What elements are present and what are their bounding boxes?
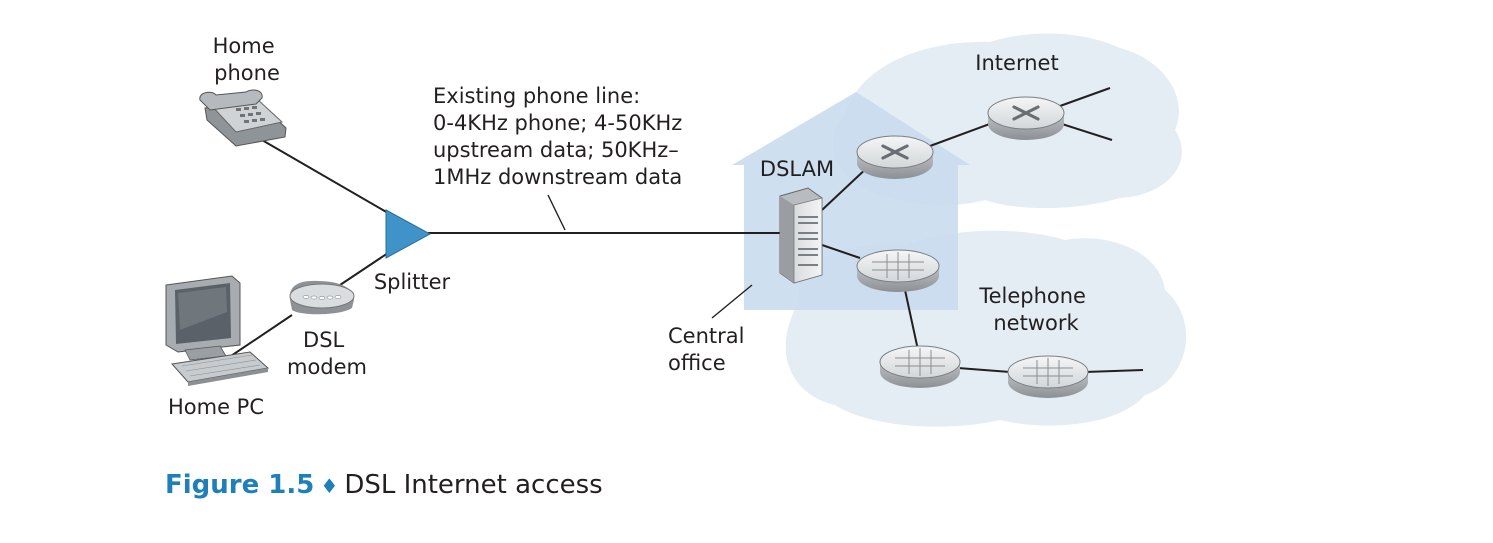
switch-icon bbox=[1007, 355, 1089, 398]
dslam-to-internet-router-link bbox=[821, 164, 871, 211]
links bbox=[224, 87, 1144, 373]
splitter-label: Splitter bbox=[374, 270, 451, 294]
telephone-icon bbox=[199, 89, 287, 147]
router-icon bbox=[856, 135, 934, 179]
switch-icon bbox=[856, 249, 940, 292]
dsl-modem-label: DSL modem bbox=[287, 328, 367, 379]
router-to-router-link bbox=[929, 121, 996, 147]
caption-separator-icon: ♦ bbox=[320, 474, 339, 498]
switch-to-switch-link-1 bbox=[904, 289, 919, 351]
central-office-pointer bbox=[711, 284, 753, 319]
modem-icon bbox=[289, 280, 355, 315]
router-icon bbox=[987, 96, 1065, 140]
home-pc-label: Home PC bbox=[168, 395, 264, 419]
central-office-label: Central office bbox=[668, 324, 751, 375]
modem-to-splitter-link bbox=[339, 252, 389, 286]
switch-icon bbox=[879, 345, 961, 388]
figure-caption-text: DSL Internet access bbox=[344, 470, 603, 500]
internet-router-out-link-2 bbox=[1061, 123, 1113, 141]
dslam-to-phone-switch-link bbox=[821, 244, 861, 259]
telephone-network-label: Telephone network bbox=[978, 284, 1092, 335]
figure-caption: Figure 1.5♦DSL Internet access bbox=[165, 470, 603, 500]
phone-to-splitter-link bbox=[261, 139, 389, 214]
computer-icon bbox=[165, 275, 270, 386]
phone-line-label: Existing phone line: 0-4KHz phone; 4-50K… bbox=[433, 84, 689, 189]
home-phone-label: Home phone bbox=[213, 34, 282, 85]
dslam-label: DSLAM bbox=[760, 157, 834, 181]
pc-to-modem-link bbox=[224, 314, 293, 361]
switch-out-link bbox=[1084, 369, 1144, 373]
internet-label: Internet bbox=[975, 51, 1058, 75]
switch-to-switch-link-2 bbox=[957, 367, 1011, 373]
splitter-icon bbox=[385, 209, 432, 259]
phone-line-pointer bbox=[547, 194, 566, 231]
internet-router-out-link-1 bbox=[1059, 87, 1111, 107]
dslam-rack-icon bbox=[779, 187, 823, 284]
figure-number: Figure 1.5 bbox=[165, 470, 315, 500]
